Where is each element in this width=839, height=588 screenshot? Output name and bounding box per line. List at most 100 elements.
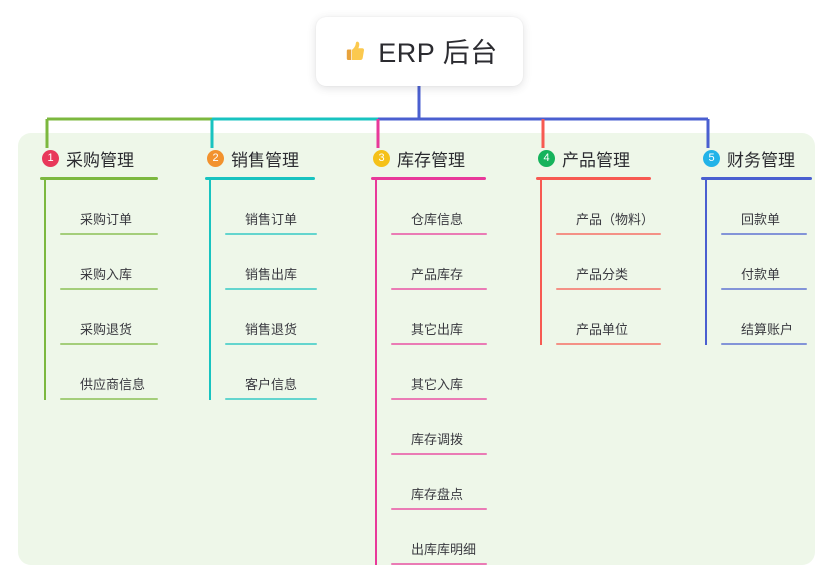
leaf-underline: [391, 398, 487, 400]
leaf-item-label: 库存调拨: [411, 432, 464, 447]
leaf-item-label: 其它出库: [411, 322, 464, 337]
branch-spine: [209, 180, 211, 400]
thumbs-up-icon: [341, 38, 367, 64]
leaf-item-label: 产品单位: [576, 322, 629, 337]
leaf-item-label: 销售退货: [245, 322, 298, 337]
leaf-underline: [225, 233, 317, 235]
leaf-item[interactable]: 采购退货: [60, 290, 158, 345]
branch-title: 销售管理: [231, 150, 299, 170]
branch-header[interactable]: 3 库存管理: [371, 145, 486, 171]
leaf-underline: [60, 288, 158, 290]
leaf-item-label: 客户信息: [245, 377, 298, 392]
leaf-underline: [556, 288, 661, 290]
leaf-item[interactable]: 出库库明细: [391, 510, 487, 565]
leaf-item[interactable]: 仓库信息: [391, 180, 487, 235]
leaf-underline: [225, 343, 317, 345]
leaf-item-label: 库存盘点: [411, 487, 464, 502]
root-node-content: ERP 后台: [341, 31, 498, 70]
root-node-title: ERP 后台: [378, 38, 498, 68]
branch-underline: [205, 177, 315, 180]
branch-underline: [536, 177, 651, 180]
branch-index-badge: 2: [207, 149, 224, 167]
leaf-item-label: 付款单: [741, 267, 781, 282]
branch-leaf-list: 销售订单销售出库销售退货客户信息: [205, 180, 317, 400]
leaf-underline: [391, 453, 487, 455]
diagram-canvas-panel: [18, 133, 815, 565]
leaf-item[interactable]: 回款单: [721, 180, 812, 235]
leaf-item[interactable]: 结算账户: [721, 290, 812, 345]
leaf-item[interactable]: 库存调拨: [391, 400, 487, 455]
leaf-underline: [556, 233, 661, 235]
leaf-item-label: 采购订单: [80, 212, 133, 227]
branch-underline: [40, 177, 158, 180]
leaf-item[interactable]: 供应商信息: [60, 345, 158, 400]
branch-underline: [371, 177, 486, 180]
branch-header[interactable]: 2 销售管理: [205, 145, 315, 171]
leaf-item[interactable]: 销售订单: [225, 180, 317, 235]
leaf-item[interactable]: 其它出库: [391, 290, 487, 345]
leaf-item[interactable]: 产品（物料）: [556, 180, 661, 235]
leaf-underline: [60, 233, 158, 235]
branch-index-badge: 3: [373, 149, 390, 167]
leaf-underline: [60, 343, 158, 345]
leaf-item[interactable]: 产品单位: [556, 290, 661, 345]
leaf-item[interactable]: 销售退货: [225, 290, 317, 345]
branch-leaf-list: 回款单付款单结算账户: [701, 180, 812, 345]
leaf-item-label: 产品库存: [411, 267, 464, 282]
branch-index-badge: 5: [703, 149, 720, 167]
leaf-underline: [60, 398, 158, 400]
leaf-item[interactable]: 产品分类: [556, 235, 661, 290]
branch-column: 2 销售管理销售订单销售出库销售退货客户信息: [205, 145, 317, 400]
branch-spine: [705, 180, 707, 345]
leaf-underline: [391, 288, 487, 290]
branch-spine: [540, 180, 542, 345]
leaf-item-label: 采购入库: [80, 267, 133, 282]
leaf-item[interactable]: 客户信息: [225, 345, 317, 400]
branch-column: 3 库存管理仓库信息产品库存其它出库其它入库库存调拨库存盘点出库库明细: [371, 145, 487, 565]
branch-title: 财务管理: [727, 150, 795, 170]
leaf-underline: [391, 508, 487, 510]
leaf-underline: [721, 343, 807, 345]
branch-spine: [375, 180, 377, 565]
leaf-underline: [391, 343, 487, 345]
leaf-item-label: 销售订单: [245, 212, 298, 227]
leaf-item-label: 出库库明细: [411, 542, 477, 557]
leaf-item-label: 仓库信息: [411, 212, 464, 227]
leaf-item[interactable]: 销售出库: [225, 235, 317, 290]
leaf-item-label: 销售出库: [245, 267, 298, 282]
branch-index-badge: 4: [538, 149, 555, 167]
leaf-item[interactable]: 产品库存: [391, 235, 487, 290]
leaf-item-label: 其它入库: [411, 377, 464, 392]
leaf-item[interactable]: 其它入库: [391, 345, 487, 400]
leaf-underline: [391, 233, 487, 235]
branch-leaf-list: 采购订单采购入库采购退货供应商信息: [40, 180, 158, 400]
branch-leaf-list: 产品（物料） 产品分类产品单位: [536, 180, 661, 345]
leaf-item-label: 回款单: [741, 212, 781, 227]
leaf-item[interactable]: 库存盘点: [391, 455, 487, 510]
leaf-item-label: 产品（物料）: [576, 212, 655, 227]
branch-column: 4 产品管理产品（物料） 产品分类产品单位: [536, 145, 661, 345]
branch-spine: [44, 180, 46, 400]
leaf-item[interactable]: 采购订单: [60, 180, 158, 235]
branch-column: 5 财务管理回款单付款单结算账户: [701, 145, 812, 345]
branch-title: 产品管理: [562, 150, 630, 170]
branch-header[interactable]: 4 产品管理: [536, 145, 651, 171]
branch-title: 库存管理: [397, 150, 465, 170]
leaf-item[interactable]: 付款单: [721, 235, 812, 290]
leaf-underline: [721, 288, 807, 290]
leaf-item[interactable]: 采购入库: [60, 235, 158, 290]
leaf-item-label: 产品分类: [576, 267, 629, 282]
branch-underline: [701, 177, 812, 180]
branch-index-badge: 1: [42, 149, 59, 167]
leaf-item-label: 采购退货: [80, 322, 133, 337]
root-node-card[interactable]: ERP 后台: [316, 17, 523, 86]
leaf-underline: [225, 288, 317, 290]
leaf-item-label: 结算账户: [741, 322, 794, 337]
branch-header[interactable]: 5 财务管理: [701, 145, 812, 171]
leaf-underline: [721, 233, 807, 235]
leaf-underline: [391, 563, 487, 565]
leaf-underline: [556, 343, 661, 345]
